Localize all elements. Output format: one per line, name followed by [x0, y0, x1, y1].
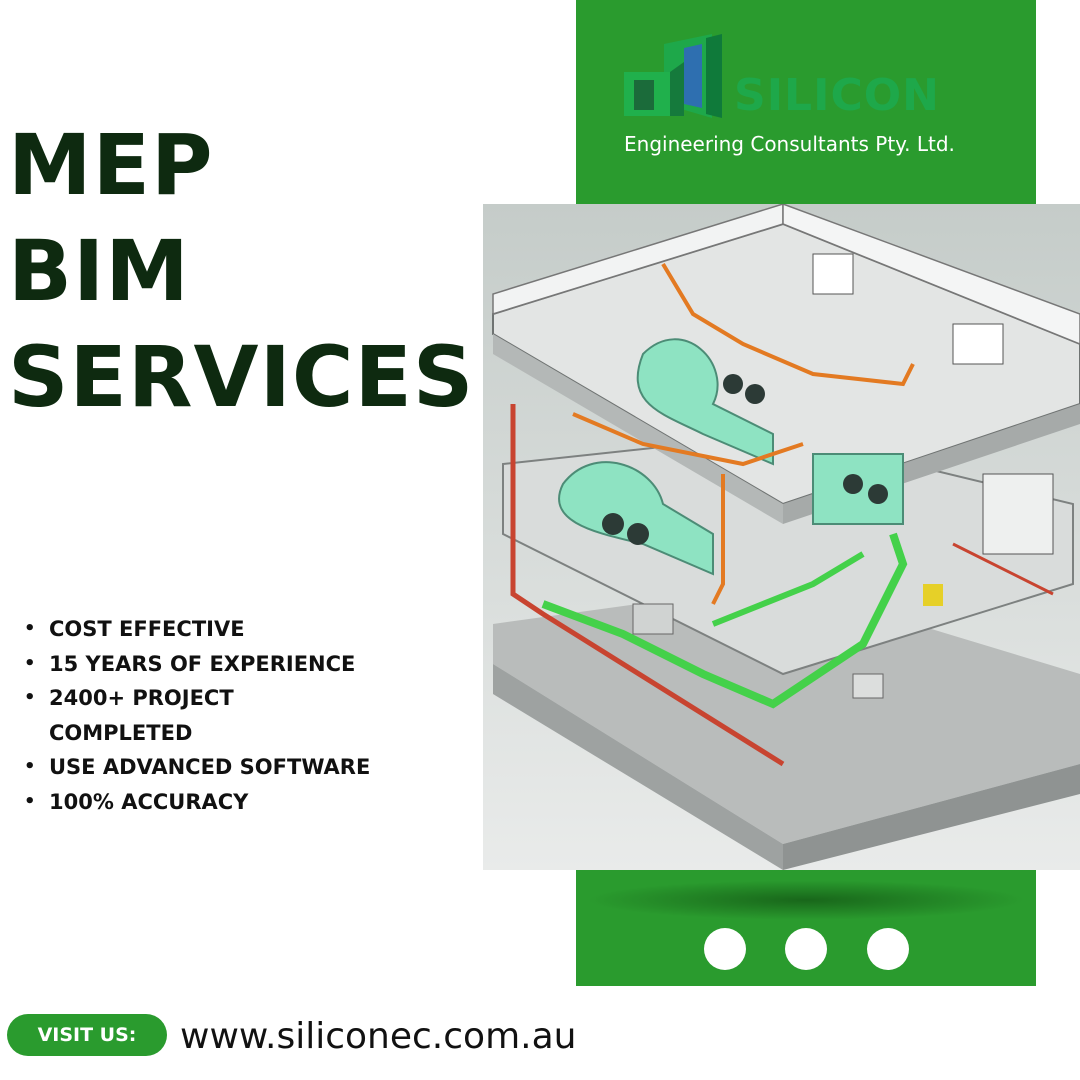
headline-line-3: SERVICES — [8, 328, 475, 426]
feature-text: 15 YEARS OF EXPERIENCE — [49, 651, 356, 676]
image-shadow — [586, 880, 1026, 920]
feature-list: •COST EFFECTIVE •15 YEARS OF EXPERIENCE … — [24, 612, 444, 819]
carousel-dot-2[interactable] — [785, 928, 827, 970]
feature-item: • 100% ACCURACY — [24, 785, 444, 820]
logo-subtitle: Engineering Consultants Pty. Ltd. — [624, 132, 955, 156]
headline-line-1: MEP — [8, 116, 214, 214]
bullet-icon: • — [24, 618, 36, 639]
visit-us-label: VISIT US: — [7, 1014, 167, 1056]
feature-item: • USE ADVANCED SOFTWARE — [24, 750, 444, 785]
company-logo: SILICON Engineering Consultants Pty. Ltd… — [576, 0, 1036, 204]
headline-line-2: BIM — [8, 222, 190, 320]
silicon-logo-mark-icon — [624, 34, 722, 118]
feature-text: 100% ACCURACY — [49, 789, 249, 814]
bullet-icon: • — [24, 756, 36, 777]
bullet-icon: • — [24, 652, 36, 674]
headline: MEP BIM SERVICES — [8, 112, 478, 430]
feature-text: 2400+ PROJECT COMPLETED — [49, 686, 234, 745]
logo-wordmark: SILICON — [734, 70, 940, 121]
bullet-icon: • — [24, 687, 36, 708]
carousel-dots — [576, 928, 1036, 970]
mep-bim-building-illustration — [483, 204, 1080, 870]
carousel-dot-3[interactable] — [867, 928, 909, 970]
feature-item: • 2400+ PROJECT COMPLETED — [24, 681, 309, 750]
bullet-icon: • — [24, 790, 36, 812]
website-link[interactable]: www.siliconec.com.au — [180, 1016, 577, 1057]
feature-item: • COST EFFECTIVE — [24, 612, 444, 647]
feature-text: USE ADVANCED SOFTWARE — [49, 755, 371, 779]
feature-item: • 15 YEARS OF EXPERIENCE — [24, 647, 444, 682]
feature-text: COST EFFECTIVE — [49, 617, 245, 641]
carousel-dot-1[interactable] — [704, 928, 746, 970]
